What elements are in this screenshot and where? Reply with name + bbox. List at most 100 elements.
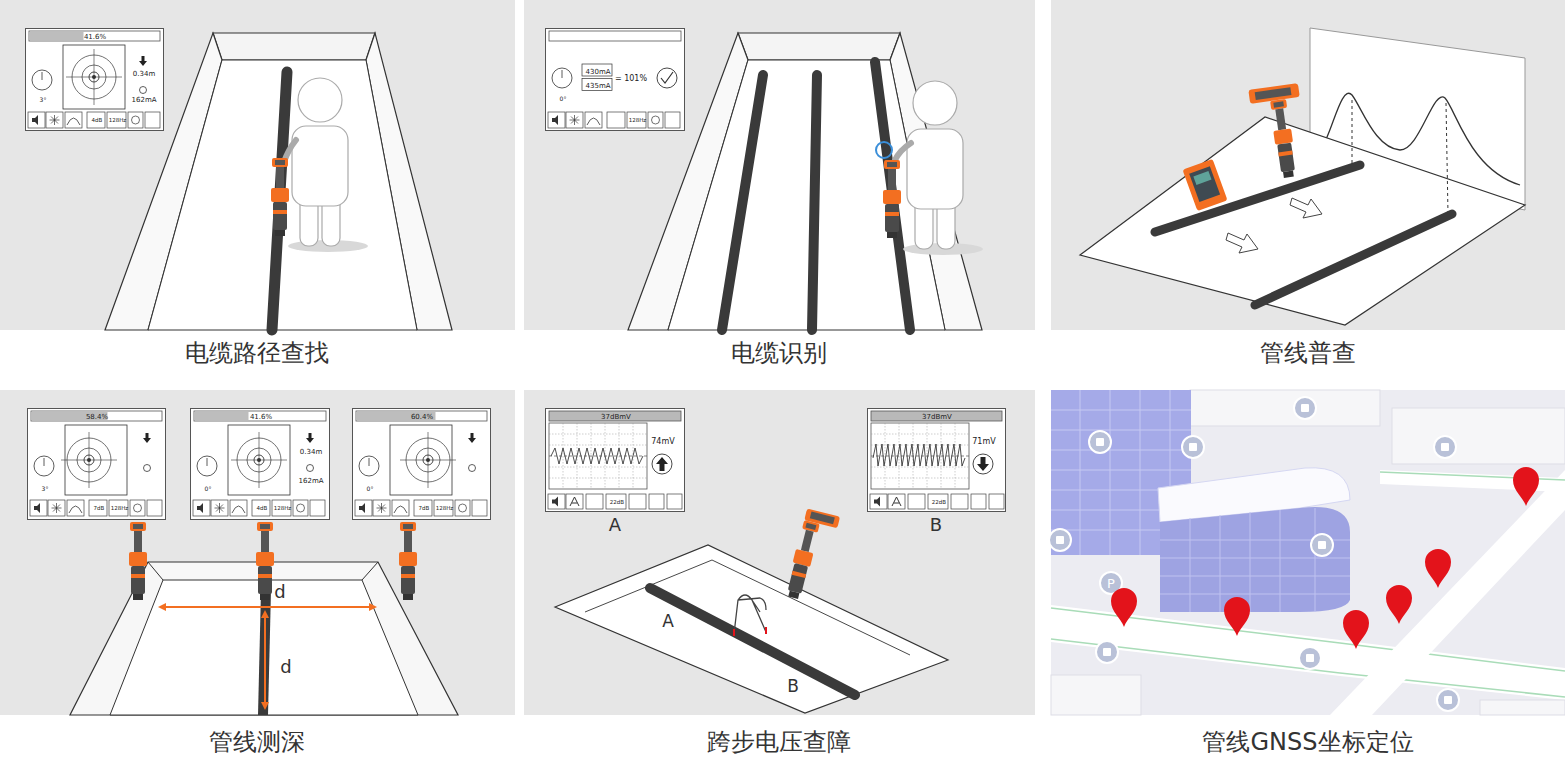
pipeline-survey-scene-part	[1080, 117, 1525, 325]
screen-reading: 162mA	[132, 97, 157, 104]
depth-scene-part	[362, 562, 378, 580]
application-panel: 跨步电压查障37dBmV74mV22dB37dBmV71mV22dB	[524, 388, 1035, 765]
screen-reading: 41.6%	[250, 414, 272, 421]
pipeline-survey-scene-part-part	[1255, 87, 1292, 100]
locator-screen: 37dBmV71mV22dB	[867, 408, 1006, 512]
screen-face-part	[143, 433, 151, 443]
screen-face-part	[307, 465, 314, 472]
screen-face-part	[551, 448, 643, 464]
drawing-label: B	[930, 516, 942, 534]
gnss-map-part	[1392, 408, 1565, 464]
screen-face-part	[195, 412, 249, 421]
pipeline-survey-scene-part-part	[1269, 99, 1298, 179]
screen-face-part	[357, 412, 436, 421]
screen-face-part	[977, 457, 989, 471]
step-voltage-scene-part-part	[810, 512, 835, 525]
screen-face-part	[549, 411, 681, 421]
gnss-map-part	[1386, 585, 1412, 624]
screen-face-part	[32, 412, 108, 421]
gnss-map-part	[1513, 467, 1539, 506]
screen-face-part	[193, 500, 325, 516]
screen-face-part	[306, 433, 314, 443]
screen-reading: 430mA	[586, 68, 611, 75]
screen-face-part	[973, 454, 993, 474]
screen-face-part	[656, 457, 668, 471]
gnss-map-part	[1111, 588, 1137, 627]
screen-reading: 41.6%	[84, 34, 106, 41]
screen-face-part	[31, 411, 162, 421]
depth-scene-part	[160, 606, 375, 608]
step-voltage-scene-part-part	[784, 520, 820, 600]
step-voltage-scene-part	[555, 545, 948, 713]
cable-identify-scene-part	[812, 75, 817, 330]
screen-reading: 37dBmV	[922, 414, 952, 421]
screen-face-part	[228, 425, 290, 495]
step-voltage-scene-part	[524, 390, 1035, 715]
depth-scene-part	[0, 390, 515, 715]
panel-caption: 跨步电压查障	[707, 730, 851, 754]
gnss-map-part	[1224, 597, 1250, 636]
gnss-map-part	[1434, 436, 1456, 458]
screen-face-part	[661, 72, 673, 83]
panel-caption: 管线测深	[209, 730, 305, 754]
pipeline-survey-scene-part-part	[1189, 166, 1220, 202]
screen-face-part	[468, 433, 476, 443]
screen-face-part	[873, 444, 965, 466]
screen-face-part	[29, 31, 160, 41]
screen-reading: 3°	[42, 486, 49, 492]
cable-path-scene	[0, 0, 515, 330]
drawing-label: A	[609, 516, 621, 534]
gnss-map-part	[1311, 534, 1333, 556]
screen-reading: 7dB	[94, 506, 105, 512]
screen-reading: 4dB	[257, 506, 268, 512]
drawing-label: d	[274, 583, 285, 601]
screen-face-part	[27, 408, 166, 520]
screen-reading: 128Hz	[109, 118, 127, 124]
gnss-map-part	[1437, 689, 1459, 711]
screen-face-part	[871, 411, 1002, 421]
screen-reading: 128Hz	[111, 506, 129, 512]
pipeline-survey-scene-part	[1446, 103, 1448, 214]
pipeline-survey-scene-part-part	[1193, 171, 1211, 185]
gnss-map-part	[1089, 431, 1111, 453]
screen-face	[190, 408, 330, 520]
screen-face-part	[548, 494, 682, 509]
locator-screen: 0°430mA435mA= 101%128Hz	[545, 28, 685, 131]
cable-identify-scene-part	[883, 160, 901, 238]
pipeline-survey-scene	[1051, 0, 1565, 330]
gnss-map-part	[1096, 641, 1118, 663]
locator-screen: 41.6%3°0.34m162mA4dB128Hz	[25, 28, 164, 131]
screen-reading: 128Hz	[274, 506, 292, 512]
screen-face	[352, 408, 491, 520]
panel-caption: 管线普查	[1260, 341, 1356, 365]
gnss-map-part	[1182, 436, 1204, 458]
gnss-map-part	[1480, 700, 1565, 715]
screen-face-part	[545, 28, 685, 131]
screen-face-part	[549, 423, 647, 489]
screen-reading: 22dB	[932, 500, 946, 506]
screen-face-part	[549, 423, 647, 489]
screen-face-part	[545, 408, 685, 512]
screen-face-part	[355, 500, 487, 516]
cable-path-scene-part	[0, 0, 515, 330]
screen-face-part	[552, 68, 572, 88]
screen-reading: 128Hz	[629, 118, 647, 124]
screen-face-part	[28, 112, 160, 128]
screen-face-part	[30, 500, 162, 516]
screen-reading: 37dBmV	[601, 414, 631, 421]
locator-screen: 41.6%0°0.34m162mA4dB128Hz	[190, 408, 330, 520]
depth-scene-part	[264, 612, 266, 708]
gnss-map-part	[1160, 507, 1350, 612]
cable-identify-scene-part	[738, 33, 900, 60]
gnss-map-part	[1051, 675, 1141, 715]
pipeline-survey-scene-part	[1051, 0, 1565, 330]
screen-face-part	[549, 456, 647, 457]
depth-scene-part	[148, 562, 163, 580]
pipeline-survey-scene-part	[1226, 233, 1258, 253]
screen-face-part	[66, 49, 122, 105]
gnss-map-part	[1051, 390, 1565, 715]
screen-reading: 0.34m	[133, 71, 155, 78]
step-voltage-scene-part	[650, 588, 855, 695]
